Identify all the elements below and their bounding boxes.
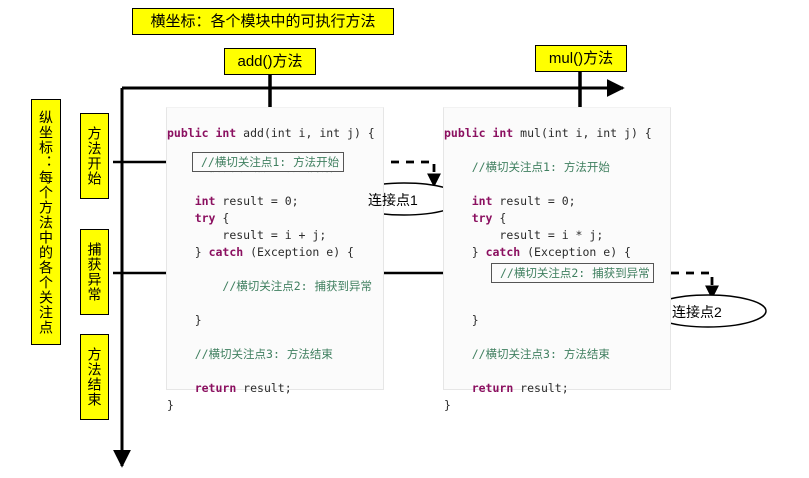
code-spacer: [167, 261, 383, 278]
code-spacer: [444, 108, 670, 125]
add-method-code-panel: public int add(int i, int j) { //横切关注点1:…: [166, 107, 384, 412]
code-spacer: [444, 363, 670, 380]
joinpoint-box-mul-catch-exception: //横切关注点2: 捕获到异常: [491, 263, 654, 283]
code-text: }: [471, 245, 486, 259]
code-text: }: [167, 398, 174, 412]
code-keyword: public int: [167, 126, 237, 140]
joinpoint2-label: 连接点2: [672, 304, 722, 320]
code-comment: //横切关注点2: 捕获到异常: [222, 279, 373, 293]
y-axis-title-callout: 纵坐标：每个方法中的各个关注点: [31, 99, 61, 345]
code-line-result: result = i * j;: [444, 227, 670, 244]
code-spacer: [167, 363, 383, 380]
code-text: (Exception e) {: [243, 245, 354, 259]
code-text: }: [471, 313, 479, 327]
code-keyword: public int: [444, 126, 514, 140]
code-line-int: int result = 0;: [167, 193, 383, 210]
code-line-try: try {: [444, 210, 670, 227]
code-spacer: [167, 329, 383, 346]
joinpoint-box-add-method-start: //横切关注点1: 方法开始: [192, 152, 344, 172]
code-spacer: [444, 295, 670, 312]
code-text: result;: [513, 381, 569, 395]
code-text: result = i * j;: [471, 228, 604, 242]
mul-method-code-panel: public int mul(int i, int j) { //横切关注点1:…: [443, 107, 671, 412]
code-line-return: return result;: [167, 380, 383, 397]
code-keyword: int: [471, 194, 493, 208]
code-line-int: int result = 0;: [444, 193, 670, 210]
code-text: result = 0;: [215, 194, 299, 208]
code-spacer: [167, 176, 383, 193]
x-axis-title-callout: 横坐标：各个模块中的可执行方法: [132, 8, 394, 35]
mul-method-callout: mul()方法: [535, 45, 627, 72]
code-line-signature: public int mul(int i, int j) {: [444, 125, 670, 142]
concern-method-end-callout: 方法结束: [80, 334, 109, 420]
code-text: {: [492, 211, 507, 225]
code-text: }: [444, 398, 451, 412]
code-spacer: [167, 295, 383, 312]
code-text: (Exception e) {: [520, 245, 631, 259]
code-keyword: return: [194, 381, 237, 395]
add-method-callout: add()方法: [224, 48, 316, 75]
code-text: result = i + j;: [194, 228, 327, 242]
code-line-return: return result;: [444, 380, 670, 397]
code-keyword: return: [471, 381, 514, 395]
code-line-catch: } catch (Exception e) {: [444, 244, 670, 261]
concern-catch-exception-callout: 捕获异常: [80, 229, 109, 315]
code-spacer: [444, 329, 670, 346]
code-line-close-brace: }: [167, 312, 383, 329]
code-line-catch: } catch (Exception e) {: [167, 244, 383, 261]
code-text: {: [215, 211, 230, 225]
code-keyword: catch: [208, 245, 244, 259]
code-text: result;: [236, 381, 292, 395]
code-text: add(int i, int j) {: [236, 126, 375, 140]
code-keyword: catch: [485, 245, 521, 259]
code-spacer: [444, 142, 670, 159]
code-line-method-end: }: [444, 397, 670, 414]
code-keyword: int: [194, 194, 216, 208]
code-line-comment3: //横切关注点3: 方法结束: [444, 346, 670, 363]
code-text: }: [194, 313, 202, 327]
concern-method-start-callout: 方法开始: [80, 113, 109, 199]
code-text: }: [194, 245, 209, 259]
code-comment: //横切关注点3: 方法结束: [194, 347, 333, 361]
code-line-comment3: //横切关注点3: 方法结束: [167, 346, 383, 363]
code-line-comment2: //横切关注点2: 捕获到异常: [167, 278, 383, 295]
code-text: result = 0;: [492, 194, 576, 208]
code-text: mul(int i, int j) {: [513, 126, 652, 140]
code-spacer: [167, 108, 383, 125]
code-spacer: [444, 176, 670, 193]
code-keyword: try: [194, 211, 216, 225]
joinpoint1-label: 连接点1: [368, 192, 418, 208]
code-comment: //横切关注点1: 方法开始: [471, 160, 610, 174]
code-line-close-brace: }: [444, 312, 670, 329]
code-line-signature: public int add(int i, int j) {: [167, 125, 383, 142]
code-keyword: try: [471, 211, 493, 225]
code-comment: //横切关注点3: 方法结束: [471, 347, 610, 361]
code-line-comment1: //横切关注点1: 方法开始: [444, 159, 670, 176]
code-line-method-end: }: [167, 397, 383, 414]
code-line-try: try {: [167, 210, 383, 227]
code-line-result: result = i + j;: [167, 227, 383, 244]
